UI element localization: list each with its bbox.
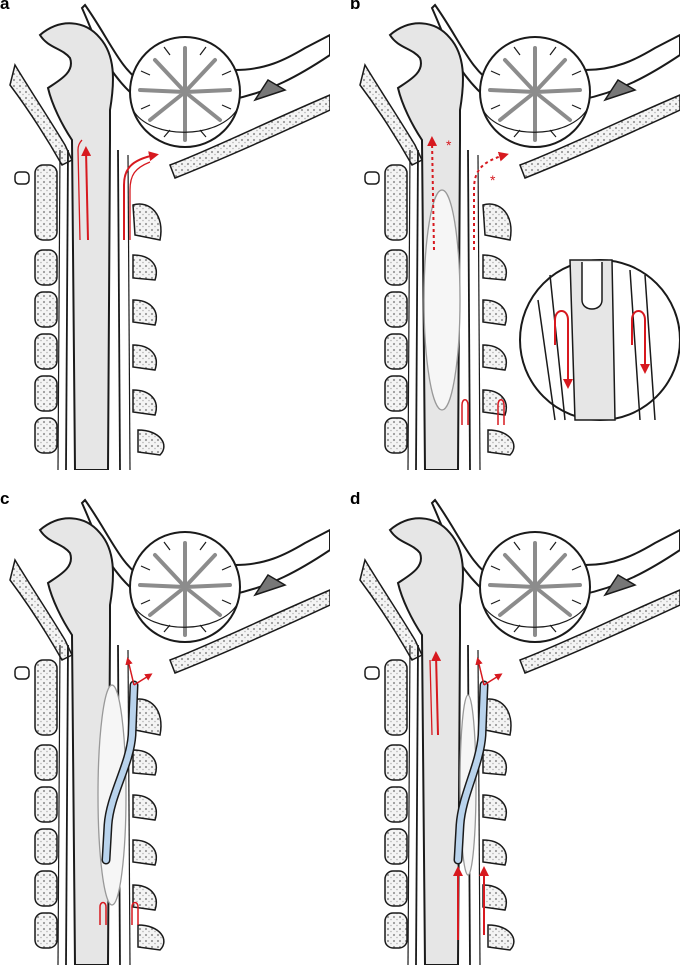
lower-flow-loop: [497, 399, 505, 425]
shunt-outflow-arrow: [125, 657, 135, 686]
posterior-csf-flow-line: [129, 161, 151, 240]
anterior-csf-flow-arrow: [81, 146, 92, 241]
panel-b: * * b: [350, 0, 680, 470]
restored-anterior-flow-arrow: [431, 651, 442, 736]
shunt-outflow-arrow: [133, 673, 153, 686]
panel-a: a: [0, 0, 330, 470]
restored-anterior-flow-line: [429, 659, 433, 736]
magnified-inset-icon: [519, 259, 680, 421]
panel-label-c: c: [0, 489, 10, 508]
syrinx-cavity: [423, 189, 461, 411]
panel-label-b: b: [350, 0, 361, 13]
panel-d-diagram: [358, 498, 680, 965]
panel-c-diagram: [8, 498, 330, 965]
panel-label-a: a: [0, 0, 10, 13]
posterior-blocked-flow-arrow: [473, 151, 509, 250]
cervical-anatomy: [358, 498, 680, 965]
posterior-csf-flow-arrow: [123, 151, 159, 240]
lower-flow-loop: [99, 901, 107, 925]
anterior-blocked-flow-arrow: [427, 136, 438, 251]
panel-b-diagram: * *: [358, 3, 680, 470]
shunt-catheter: [103, 682, 137, 863]
shunt-outflow-arrow: [475, 657, 485, 686]
cervical-anatomy: [8, 3, 330, 470]
red-x-block-icon: *: [446, 137, 452, 153]
lower-flow-loop: [461, 399, 469, 425]
panel-c: c: [0, 489, 330, 965]
panel-d: d: [350, 489, 680, 965]
panel-a-diagram: [8, 3, 330, 470]
panel-label-d: d: [350, 489, 361, 508]
red-x-block-icon: *: [490, 172, 496, 188]
anterior-csf-flow-line: [77, 139, 83, 241]
lower-flow-loop: [131, 901, 139, 925]
shunt-outflow-arrow: [483, 673, 503, 686]
cervical-anatomy: [8, 498, 330, 965]
shunt-catheter: [455, 682, 487, 863]
